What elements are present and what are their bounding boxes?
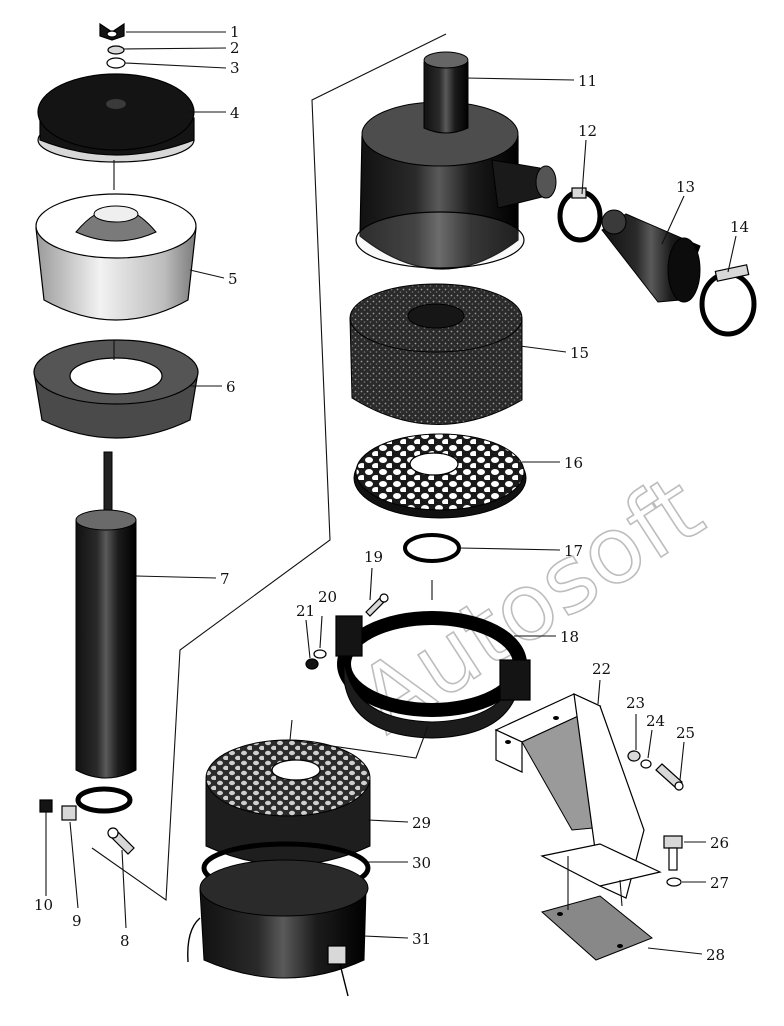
callout-6: 6 xyxy=(226,378,236,396)
mounting-bracket xyxy=(494,692,662,899)
callout-14: 14 xyxy=(730,218,749,236)
callout-29: 29 xyxy=(412,814,431,832)
perforated-plate xyxy=(353,433,527,519)
callout-2: 2 xyxy=(230,39,240,57)
callout-16: 16 xyxy=(564,454,583,472)
callout-18: 18 xyxy=(560,628,579,646)
callout-20: 20 xyxy=(318,588,337,606)
bolt-25 xyxy=(655,763,684,791)
callout-22: 22 xyxy=(592,660,611,678)
callout-21: 21 xyxy=(296,602,315,620)
washer-24 xyxy=(640,759,652,769)
callout-24: 24 xyxy=(646,712,665,730)
assembly-line-center xyxy=(289,719,429,759)
callout-3: 3 xyxy=(230,59,240,77)
ring-seal xyxy=(33,339,199,439)
callout-9: 9 xyxy=(72,912,82,930)
oil-bath-element xyxy=(205,739,371,866)
callout-15: 15 xyxy=(570,344,589,362)
callout-27: 27 xyxy=(710,874,729,892)
callout-10: 10 xyxy=(34,896,53,914)
intake-hose xyxy=(601,209,701,303)
nut-23 xyxy=(627,750,641,762)
callout-13: 13 xyxy=(676,178,695,196)
hose-clamp-9 xyxy=(61,786,133,821)
hose-clamp-12 xyxy=(557,187,603,243)
callout-7: 7 xyxy=(220,570,230,588)
washer-3 xyxy=(106,57,126,69)
callout-5: 5 xyxy=(228,270,238,288)
leader-lines xyxy=(45,31,737,955)
mounting-plate xyxy=(540,895,653,961)
callout-4: 4 xyxy=(230,104,240,122)
oil-bath-cup xyxy=(187,859,369,997)
callout-25: 25 xyxy=(676,724,695,742)
filter-cover xyxy=(37,73,195,163)
callout-19: 19 xyxy=(364,548,383,566)
bolt-26 xyxy=(663,835,683,871)
axis-line-plate xyxy=(619,879,623,907)
clamp-screw-8 xyxy=(107,827,135,855)
callout-labels: 1 2 3 4 5 6 7 8 9 10 11 12 13 14 15 16 1… xyxy=(34,23,749,964)
bolt-19 xyxy=(365,593,389,617)
assembly-line-left xyxy=(91,33,447,902)
callout-31: 31 xyxy=(412,930,431,948)
filter-housing xyxy=(355,51,557,270)
callout-12: 12 xyxy=(578,122,597,140)
washer-27 xyxy=(666,877,682,887)
callout-23: 23 xyxy=(626,694,645,712)
callout-1: 1 xyxy=(230,23,240,41)
hose-clamp-14 xyxy=(699,264,757,337)
callout-30: 30 xyxy=(412,854,431,872)
callout-11: 11 xyxy=(578,72,597,90)
mounting-band xyxy=(335,611,531,739)
callout-28: 28 xyxy=(706,946,725,964)
inner-cone-element xyxy=(35,193,197,321)
clamp-nut-10 xyxy=(39,799,53,813)
wing-nut xyxy=(99,22,125,41)
callout-17: 17 xyxy=(564,542,583,560)
callout-8: 8 xyxy=(120,932,130,950)
nut-21 xyxy=(305,658,319,670)
washer-2 xyxy=(107,45,125,55)
foam-filter-element xyxy=(349,283,523,425)
callout-26: 26 xyxy=(710,834,729,852)
center-tube xyxy=(75,451,137,779)
washer-20 xyxy=(313,649,327,659)
o-ring-17 xyxy=(403,533,461,563)
